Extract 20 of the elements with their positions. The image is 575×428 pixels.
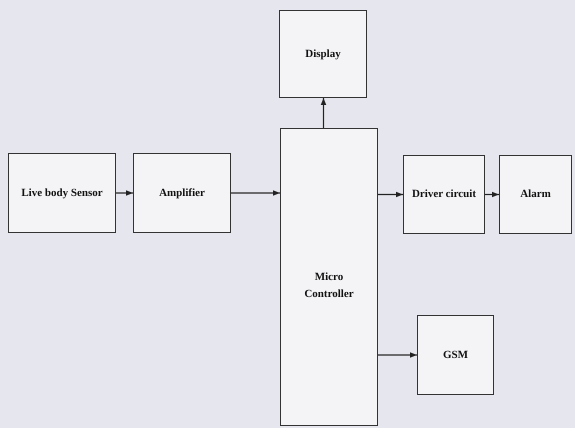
arrow bbox=[116, 190, 133, 196]
block-box bbox=[499, 155, 572, 234]
block-box bbox=[417, 315, 494, 395]
block-box bbox=[8, 153, 116, 233]
block-box bbox=[279, 10, 367, 98]
arrow bbox=[378, 352, 417, 358]
block-label: Micro Controller bbox=[304, 270, 354, 302]
block-label: Display bbox=[305, 46, 341, 62]
block-box bbox=[133, 153, 231, 233]
arrow bbox=[378, 192, 403, 198]
arrow bbox=[485, 192, 499, 198]
block-label: Amplifier bbox=[159, 186, 205, 201]
block-box bbox=[403, 155, 485, 234]
block-label: Live body Sensor bbox=[21, 186, 103, 201]
block-label: Driver circuit bbox=[412, 187, 476, 202]
block-box bbox=[280, 128, 378, 426]
arrow bbox=[320, 98, 326, 128]
block-label: Alarm bbox=[520, 187, 551, 202]
arrow bbox=[231, 190, 280, 196]
block-label: GSM bbox=[442, 348, 468, 363]
